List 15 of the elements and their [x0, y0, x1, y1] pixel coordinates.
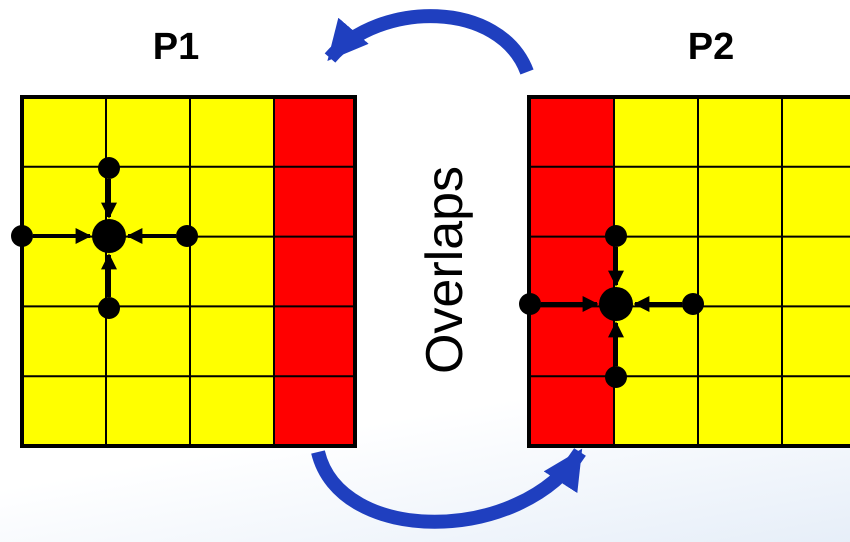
arrow [33, 228, 92, 244]
curved-arrow [325, 9, 534, 76]
arrow [633, 296, 682, 312]
grid-point [11, 225, 33, 247]
grid-point [519, 293, 541, 315]
grid-title: P2 [686, 25, 736, 69]
grid-title: P1 [152, 25, 200, 69]
arrow [608, 247, 624, 287]
arrow [101, 253, 117, 297]
arrow [101, 179, 117, 219]
rotated-label: Overlaps [415, 166, 475, 374]
arrow [541, 296, 599, 312]
arrow [126, 228, 176, 244]
curved-arrow [312, 448, 586, 529]
arrow [608, 321, 624, 366]
